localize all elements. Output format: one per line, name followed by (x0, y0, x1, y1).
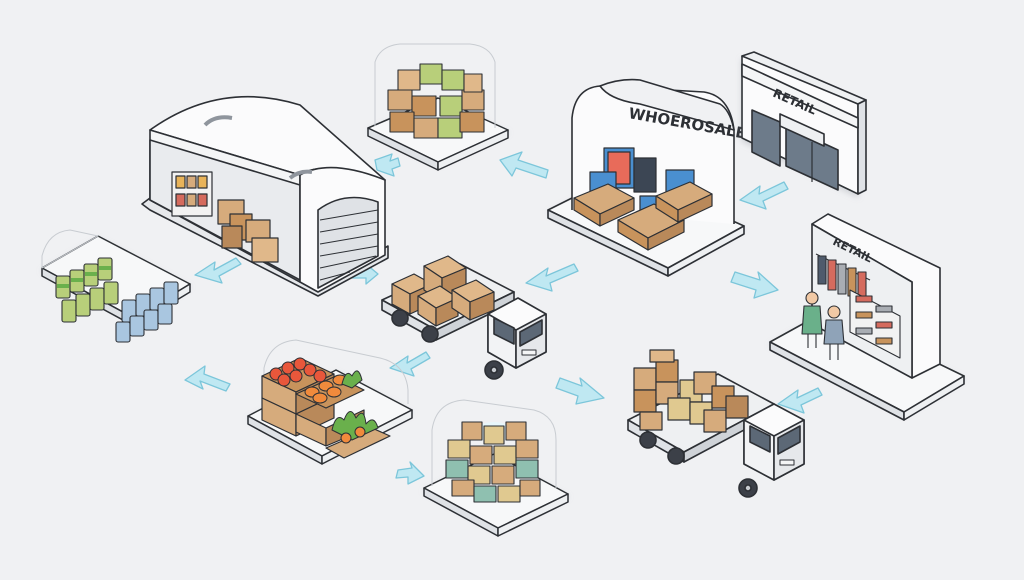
arrow-down-right-icon (555, 377, 605, 405)
wheel (667, 447, 685, 465)
can-icon (55, 257, 179, 343)
arrow-up-right-icon (194, 257, 242, 284)
wheel (391, 309, 409, 327)
arrow-down-right-icon (395, 461, 425, 485)
roll-up-door (317, 196, 379, 289)
crate-icon (445, 421, 541, 503)
retail-clothing-shop: RETAIL (769, 213, 965, 421)
cargo-boxes (633, 349, 749, 433)
produce-station (247, 339, 413, 465)
arrow-right-icon (730, 271, 779, 299)
truck-icon (381, 255, 547, 380)
arrow-up-left-icon (184, 365, 231, 392)
warehouse (141, 95, 389, 297)
clothing-rack (815, 253, 871, 303)
greens (331, 370, 379, 444)
wheel (639, 431, 657, 449)
arrow-up-right-icon (525, 263, 579, 292)
flow-arrows (184, 151, 823, 485)
tomatoes (269, 357, 327, 387)
arrow-up-right-icon (499, 151, 549, 179)
wheel (421, 325, 439, 343)
warehouse-shelving (171, 171, 213, 217)
cargo-boxes (391, 255, 495, 327)
arrow-up-right-icon (739, 181, 789, 210)
folded-clothes-shelf (849, 289, 901, 359)
carrots (304, 374, 348, 404)
crate-icon (387, 63, 485, 139)
warehouse-boxes (217, 199, 279, 263)
canned-goods-station (41, 229, 191, 343)
arrow-up-right-icon (777, 387, 823, 414)
wholesale-store: WHOEROSALE (547, 78, 747, 277)
goods-storage-top (367, 43, 509, 171)
truck-icon (627, 349, 805, 498)
arrow-left-icon (374, 153, 401, 177)
display-counters (573, 181, 713, 251)
packaged-goods-station (423, 399, 569, 537)
shopper-icon (823, 305, 845, 360)
arrow-up-right-icon (389, 351, 431, 377)
shopper-icon (801, 291, 823, 348)
retail-storefront: RETAIL (741, 51, 867, 195)
